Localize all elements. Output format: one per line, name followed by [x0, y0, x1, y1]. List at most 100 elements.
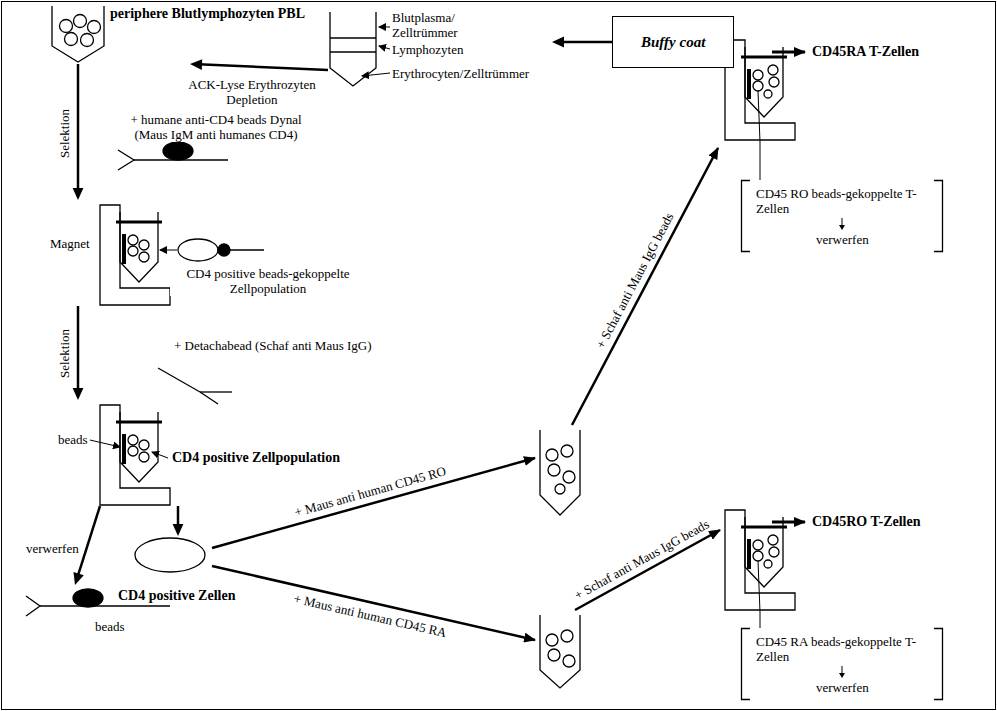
gradient-tube-part	[330, 51, 376, 52]
connector-line	[78, 506, 100, 577]
magnet-node: CD4 positive Zellpopulation	[48, 400, 344, 506]
test-tube-part	[52, 6, 104, 62]
magnet-part	[122, 434, 126, 464]
magnet-node: CD45RO T-Zellen	[723, 506, 925, 612]
node-text: Lymphozyten	[392, 42, 464, 57]
detach-antibody-part	[200, 391, 232, 392]
magnet-part	[769, 547, 779, 557]
callout-text: beads	[56, 432, 90, 447]
antibody-bead-part	[118, 150, 134, 170]
node-text: CD45RA T-Zellen	[812, 44, 919, 60]
gradient-tube-node: Blutplasma/ ZelltrümmerLymphozytenErythr…	[328, 8, 552, 90]
test-tube-part	[546, 634, 558, 646]
node-text: Buffy coat	[641, 33, 705, 51]
test-tube-part	[561, 445, 573, 457]
discard-arrow	[842, 666, 843, 674]
detach-antibody-part	[158, 368, 200, 392]
discard-bracket: CD45 RA beads-gekoppelte T-Zellen verwerf…	[740, 628, 944, 700]
magnet-part	[90, 440, 120, 447]
magnet-part	[753, 81, 763, 91]
antibody-bead-part	[163, 142, 193, 160]
magnet-part	[116, 221, 162, 224]
magnet-part	[741, 56, 787, 59]
edge-label: Selektion	[57, 107, 72, 160]
magnet-part	[139, 240, 149, 250]
test-tube-part	[555, 484, 565, 494]
magnet-part	[747, 69, 751, 99]
leader-arrow-part	[379, 46, 390, 49]
test-tube-part	[74, 15, 87, 28]
edge-label: ACK-Lyse Erythrozyten Depletion	[175, 77, 329, 107]
cell-ellipse	[135, 538, 205, 572]
magnet-part	[768, 65, 778, 75]
reagent-note: + Maus anti human CD45 RO	[291, 463, 450, 521]
bead-cell	[160, 239, 264, 261]
connector	[760, 142, 761, 180]
discarded-beads-part	[26, 596, 40, 616]
reagent-note: + Detachabead (Schaf anti Maus IgG)	[172, 338, 374, 353]
test-tube-part	[561, 630, 573, 642]
leader-arrow-part	[362, 73, 390, 76]
magnet-part	[753, 540, 763, 550]
test-tube	[540, 430, 580, 515]
bead-node: beads	[20, 585, 180, 642]
magnet-part	[725, 40, 795, 140]
discarded-beads-part	[40, 605, 170, 606]
cell-node: CD4 positive Zellen	[112, 536, 262, 608]
test-tube-part	[548, 464, 560, 476]
connector-line	[198, 64, 328, 70]
arrow-head	[73, 388, 84, 400]
node-text: CD45 RA beads-gekoppelte T-Zellen	[756, 634, 928, 664]
process-box: Buffy coat	[612, 16, 734, 68]
leader-arrow-part	[379, 27, 390, 28]
magnet-part	[753, 70, 763, 80]
node-text: CD45RO T-Zellen	[812, 514, 921, 530]
connector-line	[560, 41, 612, 44]
discard-bracket: CD45 RO beads-gekoppelte T-Zellen verwerf…	[740, 180, 944, 252]
reagent-note: + Schaf anti Maus IgG beads	[570, 515, 713, 603]
test-tube-part	[546, 449, 558, 461]
connector-line	[77, 64, 80, 192]
connector-line	[77, 306, 80, 392]
magnet-part	[116, 421, 162, 424]
test-tube-part	[88, 21, 101, 34]
bracket-left	[742, 181, 751, 252]
connector-line	[760, 142, 761, 180]
magnet-part	[772, 521, 805, 524]
magnet-part	[769, 77, 779, 87]
reagent-note: + humane anti-CD4 beads Dynal (Maus IgM …	[118, 112, 314, 142]
node-text: CD4 positive Zellpopulation	[172, 450, 340, 466]
node-text: verwerfen	[816, 232, 869, 247]
magnet	[90, 405, 170, 505]
magnet	[725, 510, 805, 612]
detach-antibody	[158, 368, 232, 404]
connector	[73, 64, 84, 200]
test-tube-part	[81, 34, 94, 47]
test-tube-node: periphere Blutlymphozyten PBL	[48, 4, 310, 64]
test-tube-part	[540, 430, 580, 515]
node-text: CD45 RO beads-gekoppelte T-Zellen	[756, 186, 928, 216]
magnet-part	[758, 91, 760, 142]
node-text: verwerfen	[816, 680, 869, 695]
magnet-part	[725, 510, 795, 610]
magnet-part	[753, 551, 763, 561]
flow-arrow-part	[212, 566, 535, 640]
flow-arrow-part	[575, 530, 720, 610]
test-tube	[52, 6, 104, 62]
bracket-right	[934, 629, 943, 700]
arrow-head	[73, 572, 83, 585]
test-tube-part	[548, 649, 560, 661]
edge-label: verwerfen	[24, 541, 81, 556]
reagent-note: + Schaf anti Maus IgG beads	[592, 208, 678, 352]
node-text: CD4 positive Zellen	[118, 588, 235, 604]
magnet-part	[772, 51, 805, 54]
magnet-part	[764, 90, 772, 98]
connector	[760, 612, 761, 628]
flow-arrow-part	[212, 458, 535, 548]
magnet-part	[152, 452, 168, 458]
edge-label: Selektion	[57, 327, 72, 380]
arrow-head	[73, 188, 84, 200]
